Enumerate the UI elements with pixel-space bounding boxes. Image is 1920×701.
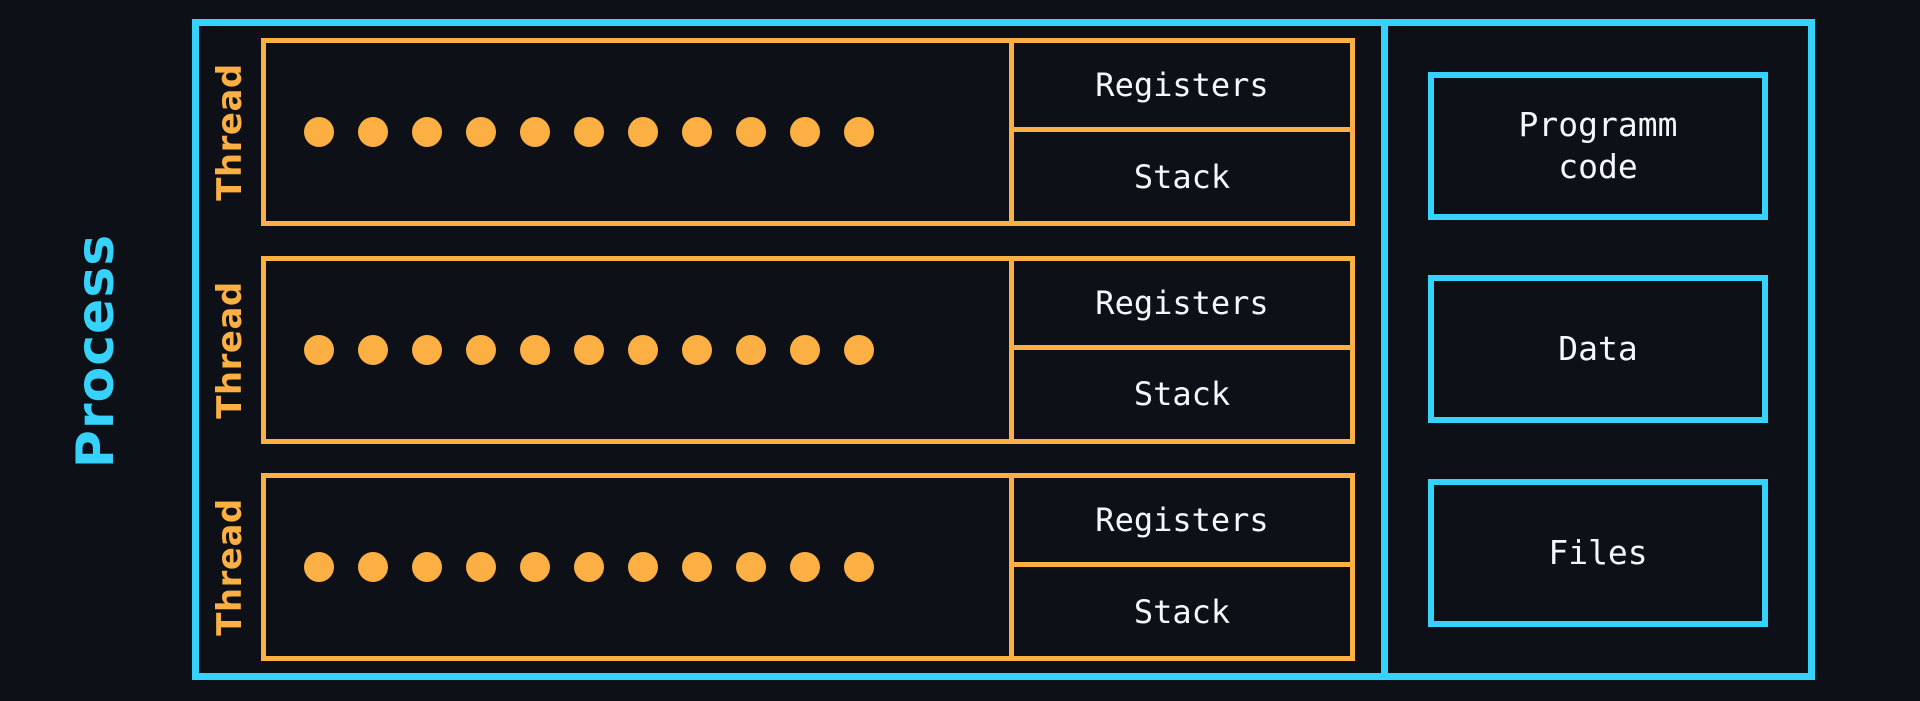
instruction-dot [412,334,442,365]
thread-label: Thread [199,256,261,444]
shared-resources-column: Programm code Data Files [1388,26,1808,673]
instruction-dot [304,334,334,365]
thread-body: Registers Stack [261,255,1355,444]
instruction-dot [574,552,604,582]
thread-state-panel: Registers Stack [1014,478,1350,656]
instruction-dot [358,117,388,147]
threads-column: Thread [199,26,1381,673]
thread-state-panel: Registers Stack [1014,43,1350,221]
instruction-dot [628,552,658,582]
resource-box-files: Files [1428,479,1768,628]
process-label: Process [0,0,192,701]
instruction-dot [682,552,712,582]
thread-body: Registers Stack [261,38,1355,226]
instruction-dot [520,552,550,582]
thread-state-panel: Registers Stack [1014,261,1350,439]
thread-instruction-dots [266,478,1014,656]
instruction-dot [304,117,334,147]
instruction-dot [412,552,442,582]
instruction-dot [790,334,820,365]
thread-label-text: Thread [210,498,251,636]
instruction-dot [844,117,874,147]
thread-row: Thread [199,38,1381,226]
instruction-dot [358,552,388,582]
thread-label: Thread [199,38,261,226]
stack-cell: Stack [1133,157,1231,196]
registers-cell: Registers [1014,43,1350,132]
registers-cell: Registers [1014,478,1350,567]
thread-label-text: Thread [210,280,251,419]
resource-box-data: Data [1428,275,1768,424]
instruction-dot [682,117,712,147]
section-divider [1381,26,1388,673]
instruction-dot [574,117,604,147]
thread-instruction-dots [266,43,1014,221]
instruction-dot [358,334,388,365]
thread-row: Thread [199,473,1381,661]
instruction-dot [628,334,658,365]
instruction-dot [304,552,334,582]
instruction-dot [844,552,874,582]
process-label-text: Process [66,233,127,468]
instruction-dot [466,117,496,147]
thread-body: Registers Stack [261,473,1355,661]
thread-label-text: Thread [210,63,251,201]
instruction-dot [466,334,496,365]
instruction-dot [736,117,766,147]
instruction-dot [520,117,550,147]
thread-label: Thread [199,473,261,661]
instruction-dot [466,552,496,582]
instruction-dot [520,334,550,365]
process-container: Thread [192,19,1815,680]
thread-row: Thread [199,255,1381,444]
resource-box-programm-code: Programm code [1428,71,1768,220]
instruction-dot [790,552,820,582]
instruction-dot [682,334,712,365]
instruction-dot [628,117,658,147]
instruction-dot [574,334,604,365]
registers-cell: Registers [1014,261,1350,350]
instruction-dot [412,117,442,147]
stack-cell: Stack [1133,375,1231,413]
instruction-dot [736,552,766,582]
stack-cell: Stack [1133,592,1231,631]
instruction-dot [844,334,874,365]
instruction-dot [736,334,766,365]
instruction-dot [790,117,820,147]
thread-instruction-dots [266,260,1014,439]
